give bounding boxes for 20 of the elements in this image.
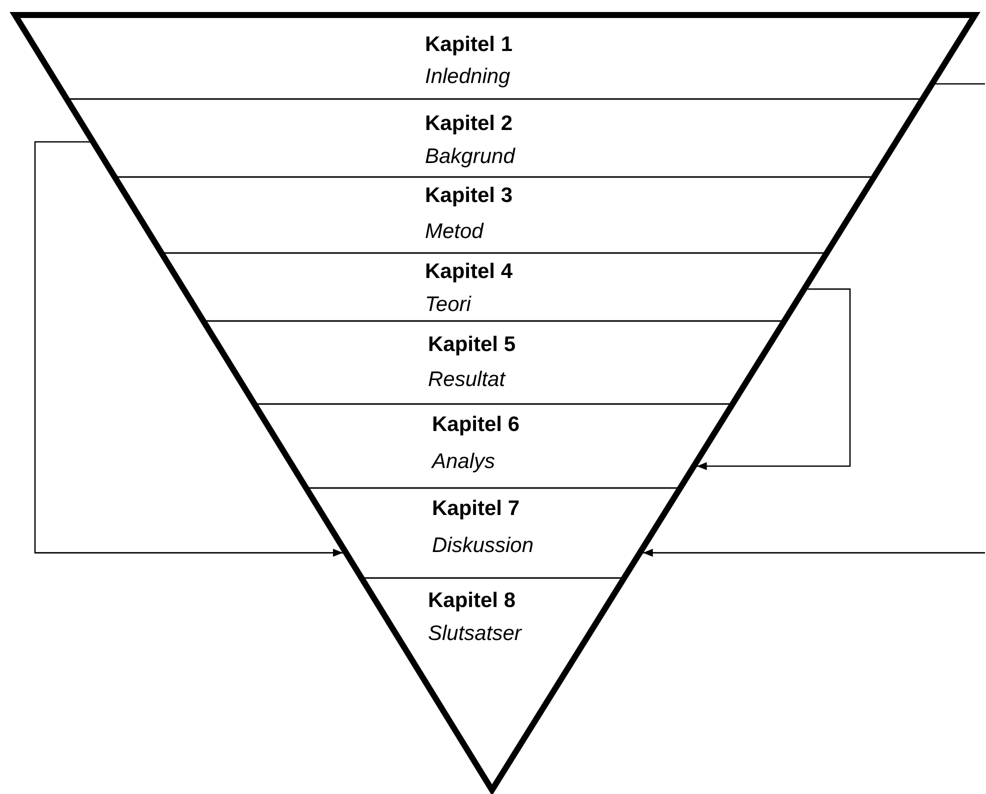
chapter-heading: Kapitel 8 [428, 589, 516, 613]
chapter-title: Bakgrund [425, 145, 515, 169]
chapter-heading: Kapitel 3 [425, 184, 513, 208]
chapter-title: Resultat [428, 368, 506, 392]
chapter-title: Slutsatser [428, 622, 522, 646]
arrow [696, 288, 851, 470]
chapter-title: Diskussion [432, 534, 534, 558]
chapter-title: Analys [432, 450, 496, 474]
arrow [642, 548, 985, 557]
chapter-heading: Kapitel 6 [432, 413, 520, 437]
chapter-title: Metod [425, 220, 484, 244]
connector-line [935, 83, 985, 85]
chapter-title: Teori [425, 293, 471, 317]
chapter-heading: Kapitel 7 [432, 497, 520, 521]
chapter-heading: Kapitel 5 [428, 333, 516, 357]
chapter-title: Inledning [425, 65, 510, 89]
arrow [34, 141, 343, 557]
chapter-heading: Kapitel 4 [425, 260, 513, 284]
chapter-heading: Kapitel 1 [425, 33, 513, 57]
chapter-heading: Kapitel 2 [425, 112, 513, 136]
